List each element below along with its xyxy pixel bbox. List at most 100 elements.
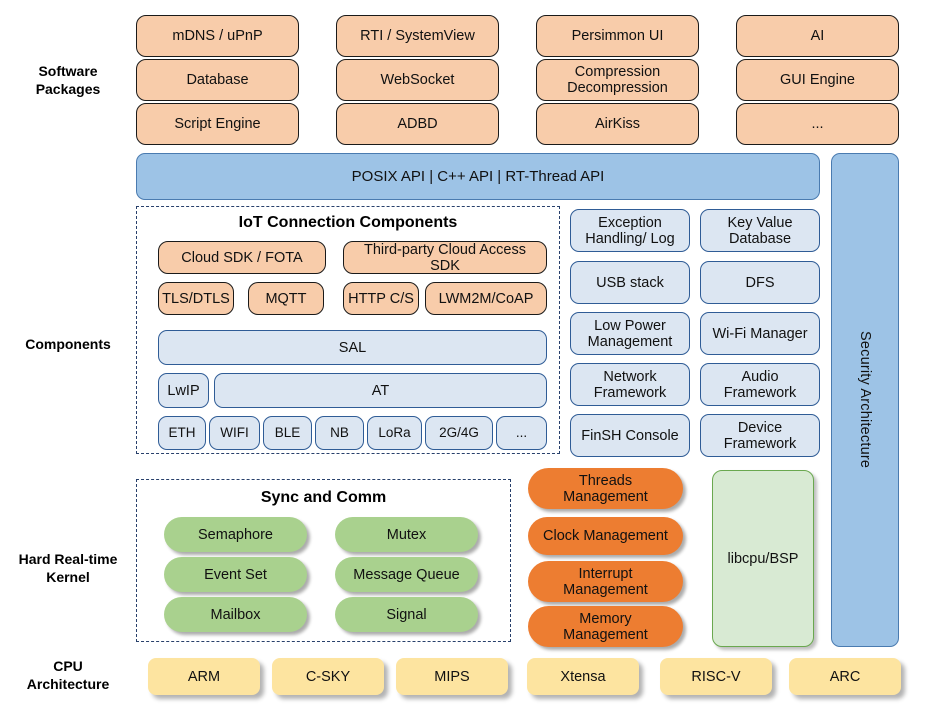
package-box[interactable]: ... [736,103,899,145]
package-box[interactable]: Database [136,59,299,101]
package-box[interactable]: AI [736,15,899,57]
iot-sdk-label: Cloud SDK / FOTA [181,249,303,266]
kernel-service-box[interactable]: Interrupt Management [528,561,683,602]
iot-link-label: BLE [274,425,301,440]
cpu-arch-box[interactable]: MIPS [396,658,508,695]
package-label: mDNS / uPnP [172,28,263,44]
cpu-arch-label: ARC [829,668,861,685]
iot-lwip-label: LwIP [167,382,200,399]
sync-object-box[interactable]: Mutex [335,517,478,552]
component-label: Wi-Fi Manager [712,325,808,342]
iot-link-box[interactable]: BLE [263,416,312,450]
iot-at-box[interactable]: AT [214,373,547,408]
sync-object-box[interactable]: Signal [335,597,478,632]
package-label: Compression Decompression [567,64,668,96]
component-label: FinSH Console [581,427,679,444]
iot-sdk-box[interactable]: Cloud SDK / FOTA [158,241,326,274]
iot-link-box[interactable]: WIFI [209,416,260,450]
iot-protocol-box[interactable]: HTTP C/S [343,282,419,315]
component-box[interactable]: Network Framework [570,363,690,406]
package-box[interactable]: RTI / SystemView [336,15,499,57]
package-box[interactable]: Script Engine [136,103,299,145]
cpu-arch-label: MIPS [434,668,470,685]
api-bar-label: POSIX API | C++ API | RT-Thread API [351,167,605,185]
iot-link-box[interactable]: NB [315,416,364,450]
iot-sdk-box[interactable]: Third-party Cloud Access SDK [343,241,547,274]
component-box[interactable]: Low Power Management [570,312,690,355]
sync-object-box[interactable]: Mailbox [164,597,307,632]
iot-link-box[interactable]: ETH [158,416,206,450]
package-label: Database [186,72,249,88]
sync-object-label: Mutex [386,526,427,543]
package-label: ... [811,116,824,132]
component-label: Exception Handling/ Log [585,214,675,247]
iot-protocol-box[interactable]: MQTT [248,282,324,315]
sync-comm-group [136,479,511,642]
cpu-arch-box[interactable]: RISC-V [660,658,772,695]
component-box[interactable]: Wi-Fi Manager [700,312,820,355]
package-box[interactable]: mDNS / uPnP [136,15,299,57]
component-label: USB stack [596,274,664,291]
iot-at-label: AT [371,382,390,399]
cpu-arch-box[interactable]: Xtensa [527,658,639,695]
package-box[interactable]: Persimmon UI [536,15,699,57]
sync-comm-group-title: Sync and Comm [260,489,387,506]
package-label: RTI / SystemView [360,28,475,44]
iot-protocol-label: MQTT [265,290,307,307]
iot-link-label: NB [330,425,349,440]
libcpu-bsp-box[interactable]: libcpu/BSP [712,470,814,647]
security-architecture-bar[interactable]: Security Architecture [831,153,899,647]
security-architecture-label: Security Architecture [857,331,873,469]
iot-lwip-box[interactable]: LwIP [158,373,209,408]
sync-object-label: Mailbox [210,606,261,623]
kernel-service-box[interactable]: Threads Management [528,468,683,509]
row-label-cpu-architecture: CPU Architecture [26,658,110,692]
kernel-service-label: Memory Management [563,610,648,643]
package-label: AI [810,28,825,44]
sync-object-box[interactable]: Message Queue [335,557,478,592]
component-box[interactable]: Key Value Database [700,209,820,252]
component-box[interactable]: Exception Handling/ Log [570,209,690,252]
component-label: Key Value Database [727,214,793,247]
component-label: DFS [745,274,775,291]
iot-link-box[interactable]: 2G/4G [425,416,493,450]
component-label: Low Power Management [587,317,673,350]
iot-protocol-box[interactable]: LWM2M/CoAP [425,282,547,315]
package-box[interactable]: GUI Engine [736,59,899,101]
package-box[interactable]: ADBD [336,103,499,145]
package-box[interactable]: Compression Decompression [536,59,699,101]
iot-link-label: 2G/4G [439,425,479,440]
cpu-arch-label: Xtensa [560,668,606,685]
iot-sal-box[interactable]: SAL [158,330,547,365]
component-box[interactable]: Audio Framework [700,363,820,406]
component-label: Audio Framework [723,368,797,401]
package-box[interactable]: WebSocket [336,59,499,101]
iot-link-label: LoRa [378,425,411,440]
sync-object-box[interactable]: Event Set [164,557,307,592]
iot-link-box[interactable]: ... [496,416,547,450]
cpu-arch-box[interactable]: C-SKY [272,658,384,695]
kernel-service-box[interactable]: Memory Management [528,606,683,647]
component-box[interactable]: Device Framework [700,414,820,457]
sync-object-box[interactable]: Semaphore [164,517,307,552]
cpu-arch-box[interactable]: ARM [148,658,260,695]
cpu-arch-label: RISC-V [691,668,741,685]
iot-sdk-label: Third-party Cloud Access SDK [364,241,526,274]
iot-link-box[interactable]: LoRa [367,416,422,450]
sync-object-label: Semaphore [198,526,273,543]
sync-object-label: Message Queue [353,566,460,583]
package-box[interactable]: AirKiss [536,103,699,145]
iot-connection-group [136,206,560,454]
cpu-arch-label: C-SKY [305,668,351,685]
component-box[interactable]: USB stack [570,261,690,304]
package-label: GUI Engine [780,72,855,88]
package-label: ADBD [397,116,438,132]
kernel-service-box[interactable]: Clock Management [528,517,683,555]
component-box[interactable]: FinSH Console [570,414,690,457]
api-bar[interactable]: POSIX API | C++ API | RT-Thread API [136,153,820,200]
iot-link-label: ETH [168,425,196,440]
cpu-arch-box[interactable]: ARC [789,658,901,695]
iot-protocol-box[interactable]: TLS/DTLS [158,282,234,315]
component-box[interactable]: DFS [700,261,820,304]
